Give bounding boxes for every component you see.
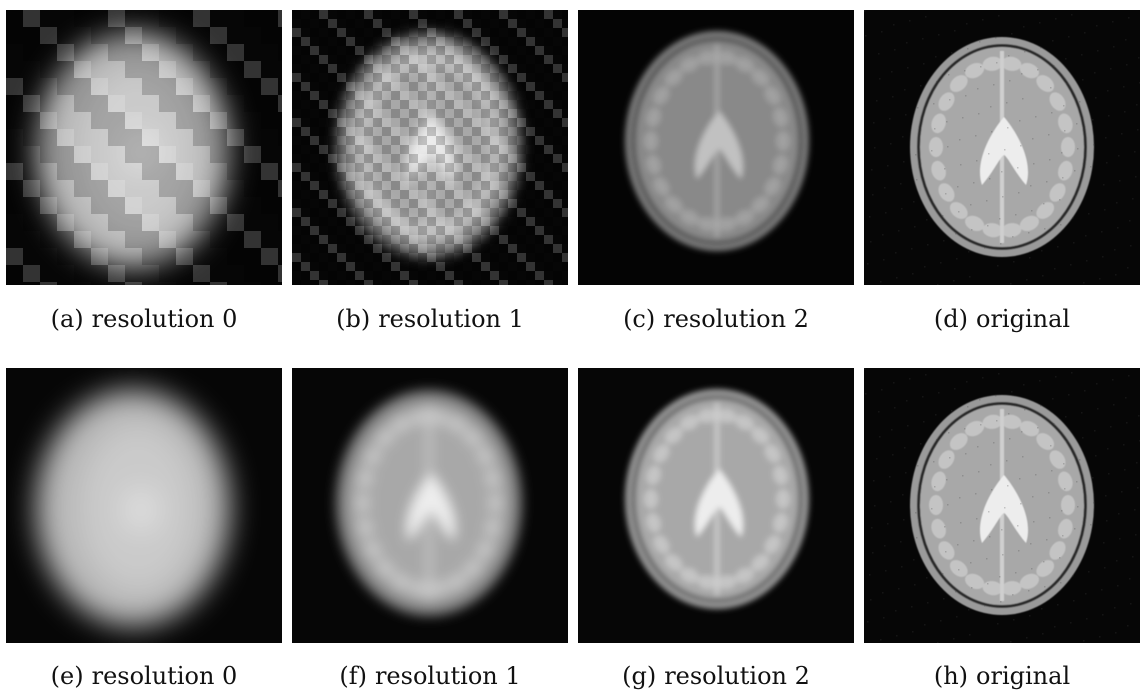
panel-tag: (c) <box>623 305 656 333</box>
panel-tag: (a) <box>50 305 84 333</box>
mri-slice-svg <box>292 368 568 643</box>
mri-slice-svg <box>578 10 854 285</box>
brain-mri-image <box>6 10 282 285</box>
panel-caption: (g)resolution 2 <box>578 662 854 690</box>
brain-mri-image <box>578 368 854 643</box>
panel-caption: (d) original <box>864 305 1140 333</box>
panel-caption: (e)resolution 0 <box>6 662 282 690</box>
panel-label: original <box>976 662 1071 690</box>
panel-tag: (b) <box>336 305 371 333</box>
panel-tag: (h) <box>933 662 969 690</box>
panel-label: resolution 0 <box>91 662 238 690</box>
panel-caption: (c)resolution 2 <box>578 305 854 333</box>
panel-label: resolution 0 <box>91 305 238 333</box>
panel-tag: (d) <box>933 305 968 333</box>
brain-mri-image <box>864 10 1140 285</box>
brain-mri-image <box>6 368 282 643</box>
panel-caption: (b)resolution 1 <box>292 305 568 333</box>
brain-mri-image <box>578 10 854 285</box>
mri-slice-svg <box>864 368 1140 643</box>
panel-tag: (g) <box>622 662 657 690</box>
panel-label: resolution 2 <box>663 305 809 333</box>
mri-slice-svg <box>292 10 568 285</box>
brain-mri-image <box>292 368 568 643</box>
panel-label: resolution 2 <box>664 662 810 690</box>
mri-slice-svg <box>578 368 854 643</box>
panel-caption: (h)original <box>864 662 1140 690</box>
mri-slice-svg <box>6 10 282 285</box>
brain-mri-image <box>292 10 568 285</box>
panel-label: resolution 1 <box>374 662 521 690</box>
mri-slice-svg <box>6 368 282 643</box>
panel-label: resolution 1 <box>378 305 524 333</box>
panel-caption: (f)resolution 1 <box>292 662 568 690</box>
panel-tag: (f) <box>339 662 367 690</box>
brain-mri-image <box>864 368 1140 643</box>
panel-label: original <box>976 305 1071 333</box>
panel-tag: (e) <box>50 662 84 690</box>
panel-caption: (a)resolution 0 <box>6 305 282 333</box>
mri-slice-svg <box>864 10 1140 285</box>
